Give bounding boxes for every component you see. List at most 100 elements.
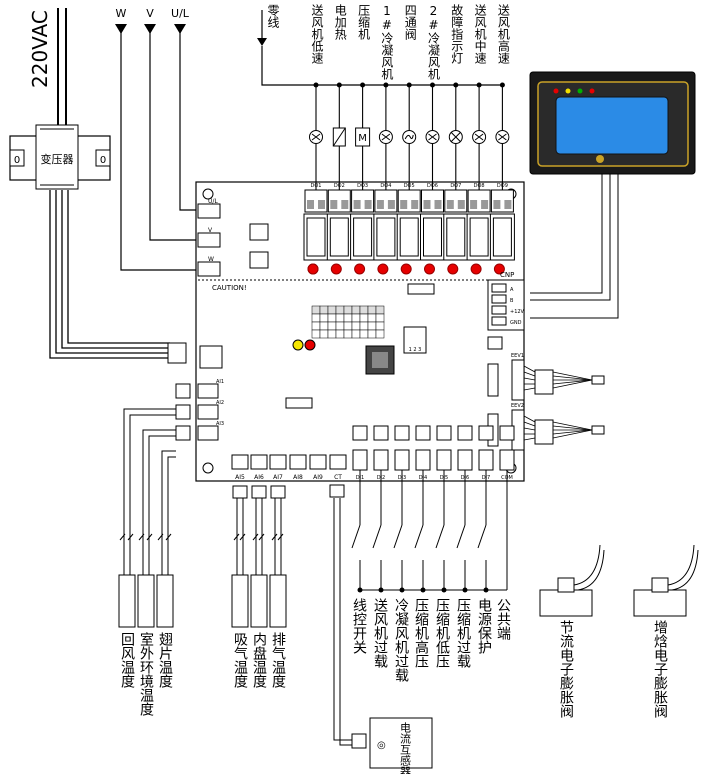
status-led-red [304,339,316,351]
transformer-label: 变压器 [41,152,74,166]
left-temperature-sensors: 回风温度室外环境温度翅片温度 [118,408,176,716]
relay-led [493,263,505,275]
load-label: 送风机低速 [310,3,324,64]
phase-w-label: W [116,7,127,20]
phase-arrows: W V U/L [115,7,190,34]
bottom-sensor-label: 内盘温度 [251,632,267,688]
switch-input-label: 压缩机高压 [413,598,429,668]
relay-led [424,263,435,275]
switch-input-label: 电源保护 [476,598,492,655]
svg-text:0: 0 [14,155,20,166]
left-sensor-label: 翅片温度 [157,632,173,688]
svg-text:M: M [358,133,367,144]
phase-inputs [120,28,198,271]
phase-ul-label: U/L [171,7,190,20]
bottom-sensor-label: 排气温度 [270,632,286,688]
eev-label: EEV2 [511,403,524,409]
cnp-pin-label: +12V [510,309,525,315]
switch-input-label: 线控开关 [351,598,367,654]
cnp-label: CNP [500,271,514,279]
eev-label: EEV1 [511,353,524,359]
cnp-pin-label: GND [510,320,522,326]
ai-bottom-label: AI9 [313,474,323,481]
power-supply: 220VAC [28,8,67,125]
load-symbol-fan [378,130,393,144]
relay-led [354,263,366,275]
current-transformer: ◎ 电流互感器 [329,484,433,778]
supply-label: 220VAC [28,10,52,88]
phase-v-label: V [146,7,154,20]
load-label: 压缩机 [357,4,371,40]
switch-input-label: 压缩机过载 [455,598,471,669]
relay-led [470,263,482,275]
svg-text:1 2 3: 1 2 3 [409,347,422,353]
relay-led-row [307,263,505,275]
ai-label: AI2 [216,400,224,406]
load-label: 四通阀 [403,4,417,41]
expansion-valves: 节流电子膨胀阀增焓电子膨胀阀 [539,544,699,719]
bottom-temperature-sensors: 吸气温度内盘温度排气温度 [231,498,287,688]
ai-bottom-label: AI5 [235,474,245,481]
load-label: 电加热 [333,4,347,41]
load-label: 故障指示灯 [450,3,464,65]
cnp-pin-label: A [510,287,514,293]
switch-inputs: 线控开关送风机过载冷凝风机过载压缩机高压压缩机低压压缩机过载电源保护公共端 [351,470,511,683]
switch-input-label: 送风机过载 [372,598,388,669]
relay-led [330,263,342,275]
transformer-connector [167,342,187,364]
left-sensor-label: 室外环境温度 [138,631,154,716]
load-label: 1#冷凝风机 [380,4,394,80]
cnp-pin-label: B [510,298,514,304]
load-symbol-lamp [448,130,463,144]
load-symbol-fan [495,130,510,144]
transformer: 0 0 变压器 [9,124,111,190]
load-symbol-fan [472,130,487,144]
ai-label: AI1 [216,379,224,385]
switch-input-label: 公共端 [495,598,511,640]
status-led-yellow [292,339,304,351]
ct-label: 电流互感器 [399,722,412,774]
switch-input-label: 压缩机低压 [434,598,450,668]
terminal-label-ul: U/L [208,198,218,205]
display-led [589,88,595,94]
dip-switch-table [311,305,385,339]
left-sensor-label: 回风温度 [119,632,135,688]
ai-bottom-label: AI6 [254,474,264,481]
display-controller [529,71,696,319]
controller-board: CAUTION! U/L V W DO1DO2DO3DO4DO5DO6DO7DO… [175,181,605,499]
terminal-label-v: V [208,227,213,234]
display-led [577,88,583,94]
ai-bottom-label: AI8 [293,474,303,481]
load-symbol-heater [332,127,346,147]
relay-led [400,263,412,275]
display-screen [555,96,669,155]
ai-bottom-label: AI7 [273,474,283,481]
svg-text:0: 0 [100,155,106,166]
neutral-label: 零线 [266,4,280,28]
load-label: 送风机中速 [473,3,487,64]
relay-row: DO1DO2DO3DO4DO5DO6DO7DO8DO9 [303,183,515,261]
load-symbol-motor: M [355,127,371,147]
switch-input-label: 冷凝风机过载 [393,598,409,683]
load-label: 送风机高速 [496,3,510,64]
display-led [565,88,571,94]
caution-label: CAUTION! [212,284,247,292]
relay-led [307,263,319,275]
terminal-label-w: W [208,256,214,263]
ai-label: AI3 [216,421,224,427]
cnp-connector: AB +12V GND [487,279,525,331]
load-symbol-fan [309,130,323,144]
output-loads: 零线 送风机低速电加热 M 压缩机 1#冷凝风机四通阀 2#冷凝风机故障指示灯送风机中速… [257,3,510,190]
svg-text:◎: ◎ [377,740,386,751]
load-symbol-fan [425,130,440,144]
transformer-secondary-wires [49,190,170,359]
display-led [553,88,559,94]
ai-bottom-label: CT [334,474,342,481]
bottom-sensor-label: 吸气温度 [232,632,248,688]
load-label: 2#冷凝风机 [427,4,441,80]
valve-label: 增焓电子膨胀阀 [652,620,668,719]
relay-led [447,263,459,275]
